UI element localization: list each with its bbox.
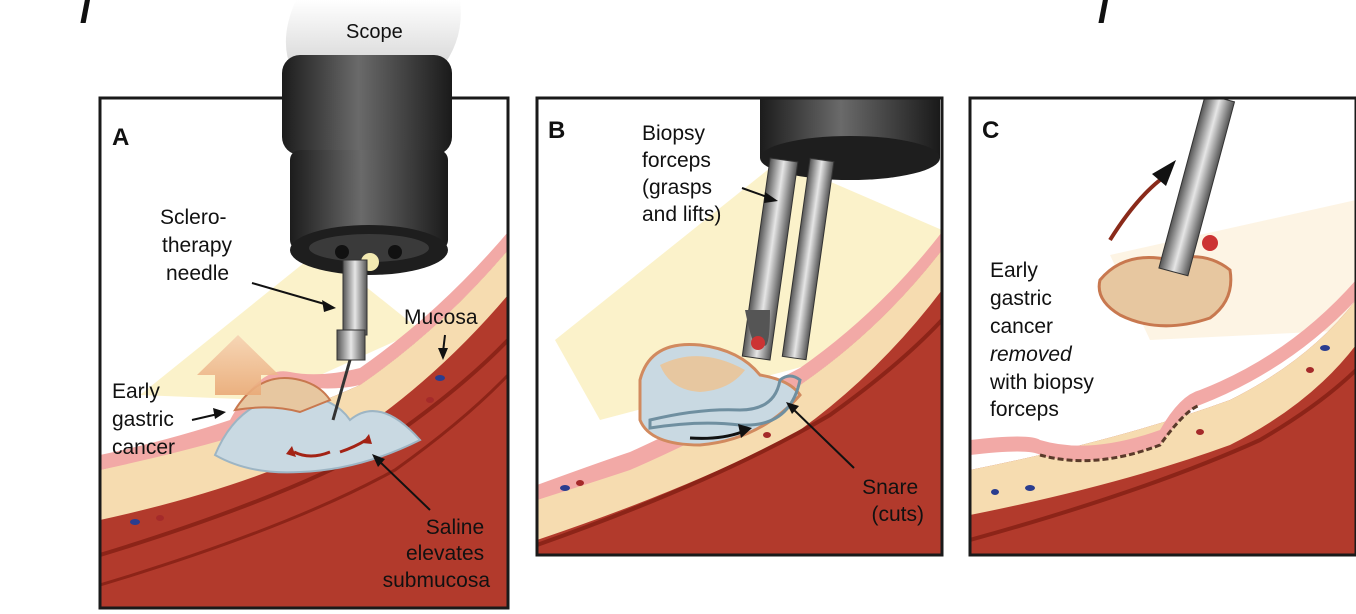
panel-a: Scope A Sclero- therapy needle Mucosa Ea… xyxy=(100,0,508,608)
scope-label: Scope xyxy=(346,21,403,43)
panel-c: C Early gastric cancer removed with biop… xyxy=(970,94,1356,555)
needle-label: Sclero- therapy needle xyxy=(160,206,238,285)
mucosa-label: Mucosa xyxy=(404,306,478,329)
panel-b-letter: B xyxy=(548,117,565,144)
panel-c-letter: C xyxy=(982,117,999,144)
panel-b: B Biopsy forceps (grasps and lifts) Snar… xyxy=(537,98,942,555)
panel-a-letter: A xyxy=(112,124,129,151)
top-right-stray-glyph: / xyxy=(1098,0,1110,32)
top-left-stray-glyph: / xyxy=(80,0,92,32)
